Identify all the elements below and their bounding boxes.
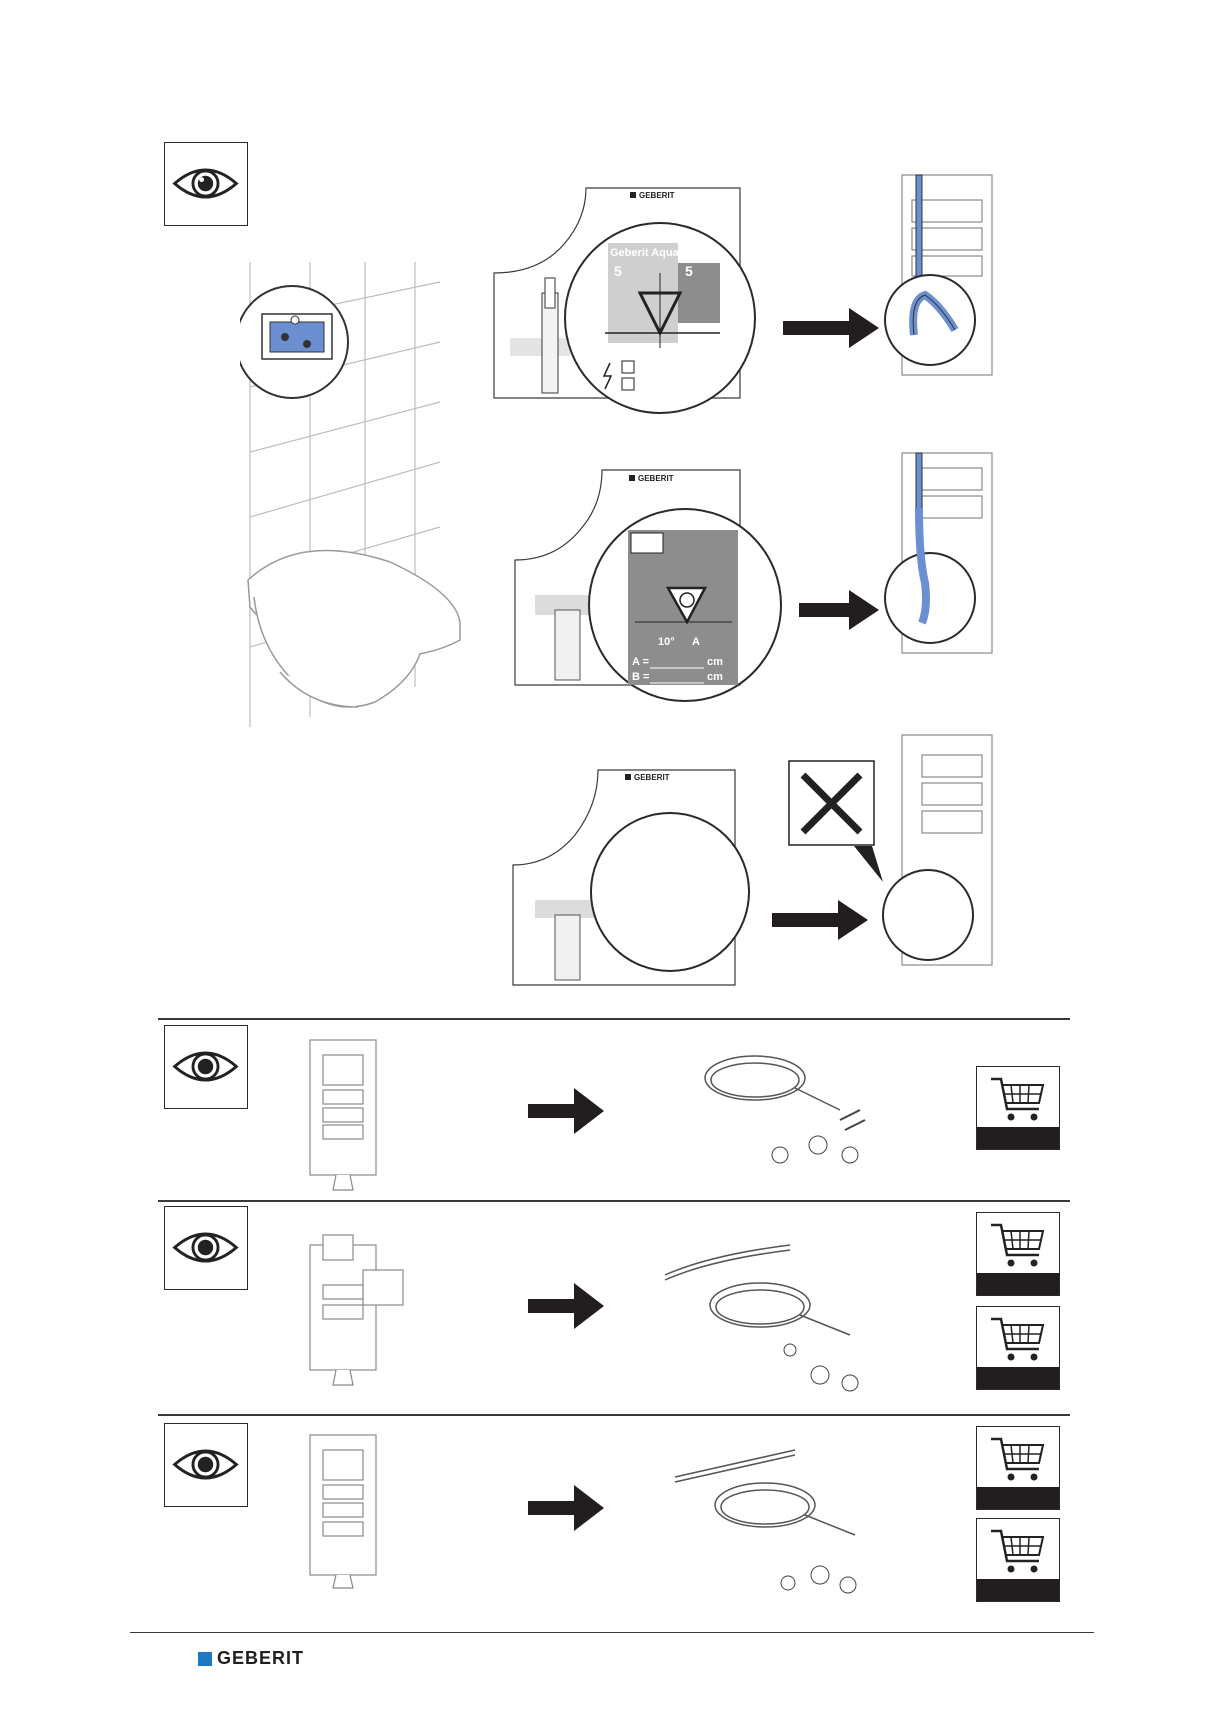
arrow-right-icon (528, 1088, 604, 1134)
installation-frame-3 (298, 1430, 388, 1592)
eye-symbol-4 (164, 1423, 248, 1507)
shopping-cart-icon (989, 1221, 1047, 1271)
field-a: A = (632, 656, 649, 668)
dim-a: A (692, 636, 700, 648)
shopping-cart-icon (989, 1075, 1047, 1125)
shopping-cart-icon (989, 1315, 1047, 1365)
section-divider-3 (158, 1414, 1070, 1416)
frame-pipe-illustration-1 (880, 170, 1010, 380)
measurement-detail: GEBERIT 10° A A = cm B = cm (510, 460, 800, 710)
field-a-unit: cm (707, 656, 723, 668)
installation-frame-2 (298, 1230, 418, 1390)
dim-left: 5 (614, 263, 622, 279)
arrow-right-icon (783, 308, 879, 348)
arrow-right-icon (528, 1283, 604, 1329)
section-divider-1 (158, 1018, 1070, 1020)
connection-kit-1 (700, 1050, 890, 1180)
order-cart-5 (976, 1518, 1060, 1602)
panel-title-1: Geberit AquaClean (610, 247, 709, 259)
brand-label-2: GEBERIT (638, 474, 674, 483)
arrow-right-icon (799, 590, 879, 630)
frame-pipe-illustration-2 (880, 448, 1010, 658)
eye-symbol-2 (164, 1025, 248, 1109)
field-b: B = (632, 671, 649, 683)
order-cart-2 (976, 1212, 1060, 1296)
footer-logo: GEBERIT (198, 1648, 304, 1669)
eye-symbol-3 (164, 1206, 248, 1290)
eye-icon (165, 143, 246, 224)
wall-toilet-illustration (240, 262, 470, 732)
connection-kit-2 (660, 1235, 870, 1395)
field-b-unit: cm (707, 671, 723, 683)
shopping-cart-icon (989, 1527, 1047, 1577)
eye-symbol-top (164, 142, 248, 226)
connection-kit-3 (670, 1435, 870, 1600)
aquaclean-connection-detail: GEBERIT Geberit AquaClean 5 5 (490, 183, 790, 418)
brand-square-icon (198, 1652, 212, 1666)
installation-frame-1 (298, 1035, 388, 1193)
order-cart-3 (976, 1306, 1060, 1390)
eye-icon (165, 1026, 246, 1107)
arrow-right-icon (528, 1485, 604, 1531)
brand-label-1: GEBERIT (639, 191, 675, 200)
arrow-right-icon (772, 900, 868, 940)
shopping-cart-icon (989, 1435, 1047, 1485)
order-cart-1 (976, 1066, 1060, 1150)
dim-right: 5 (685, 263, 693, 279)
brand-label-3: GEBERIT (634, 773, 670, 782)
angle-label: 10° (658, 636, 675, 648)
cross-icon (788, 760, 888, 890)
eye-icon (165, 1424, 246, 1505)
footer-rule (130, 1632, 1094, 1633)
empty-label-detail: GEBERIT (510, 765, 770, 990)
section-divider-2 (158, 1200, 1070, 1202)
brand-name: GEBERIT (217, 1648, 304, 1669)
eye-icon (165, 1207, 246, 1288)
frame-illustration-3 (870, 730, 1010, 970)
order-cart-4 (976, 1426, 1060, 1510)
